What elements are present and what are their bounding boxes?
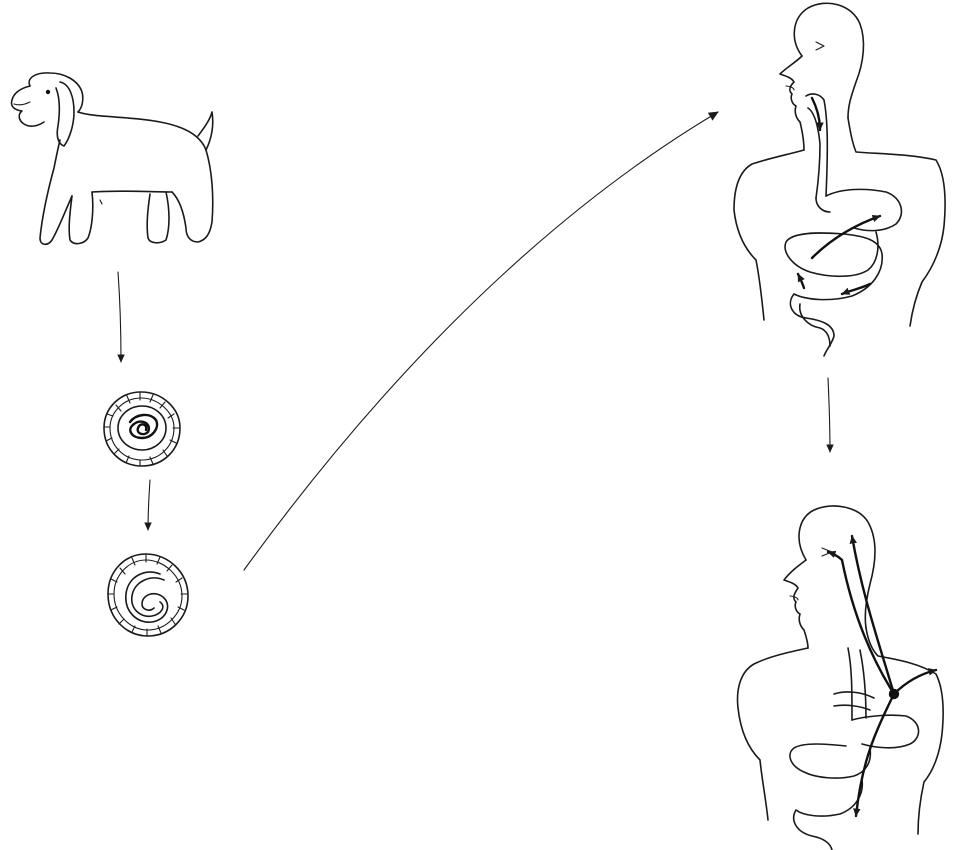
egg-larva-icon (108, 554, 188, 636)
human-larval-migration-icon (738, 506, 944, 850)
dog-icon (11, 73, 212, 244)
arrow-egg-to-human (244, 112, 718, 570)
arrow-ingestion-to-migration (828, 378, 830, 452)
arrow-egg-to-larva (148, 480, 150, 530)
egg-icon (104, 392, 180, 466)
arrow-dog-to-egg (118, 272, 121, 362)
human-digestive-tract-icon (734, 3, 945, 356)
